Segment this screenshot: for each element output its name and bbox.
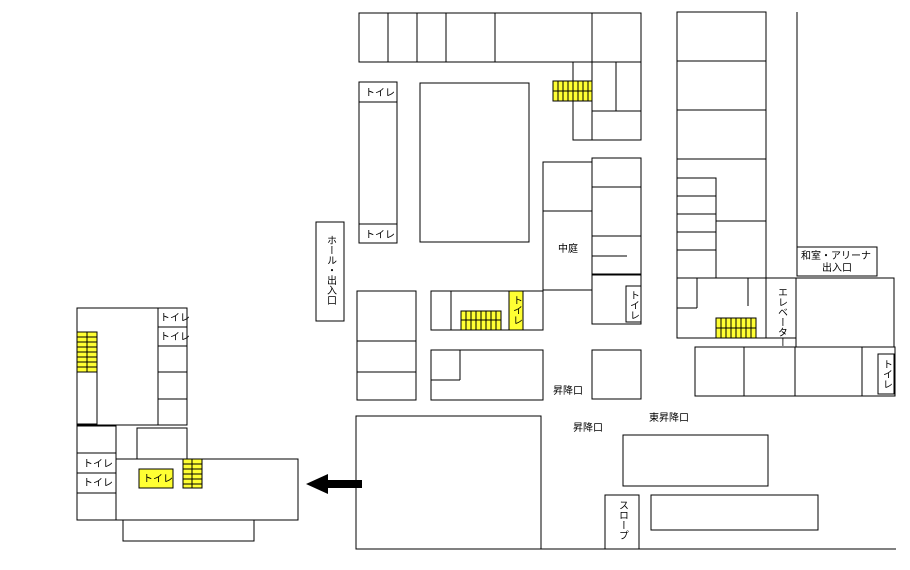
toilet-label-west-bottom: トイレ xyxy=(365,230,395,241)
toilet-label-inset-yellow: トイレ xyxy=(143,474,173,485)
east-stairway-entrance-label: 東昇降口 xyxy=(649,411,689,424)
stairway-entrance-label-2: 昇降口 xyxy=(573,421,603,434)
toilet-label-west-top: トイレ xyxy=(365,88,395,99)
toilet-label-middle: トイレ xyxy=(511,295,523,325)
stairs-north xyxy=(552,80,593,102)
toilet-label-inset-r1: トイレ xyxy=(160,313,190,324)
inset-building xyxy=(76,307,299,542)
toilet-label-inset-l2: トイレ xyxy=(83,478,113,489)
toilet-label-inset-r2: トイレ xyxy=(160,332,190,343)
courtyard-label: 中庭 xyxy=(558,242,578,255)
hall-entrance-label: ホール・出入口 xyxy=(325,235,337,305)
washitsu-arena-label-line2: 出入口 xyxy=(822,261,852,274)
stairs-middle xyxy=(460,310,502,331)
washitsu-arena-label-line1: 和室・アリーナ xyxy=(801,249,871,262)
toilet-label-east: トイレ xyxy=(881,359,893,389)
central-hall xyxy=(419,82,530,243)
toilet-label-courtyard: トイレ xyxy=(628,290,640,320)
south-area xyxy=(355,415,896,550)
slope-label: スロープ xyxy=(617,500,628,540)
courtyard-block xyxy=(542,157,642,325)
stairs-east xyxy=(715,317,757,339)
elevator-label: エレベーター xyxy=(776,287,788,347)
middle-left-block xyxy=(356,290,642,401)
toilet-box-inset-yellow xyxy=(138,468,174,489)
west-column xyxy=(358,81,398,244)
stairs-inset-left xyxy=(76,331,98,373)
arrow-left-icon xyxy=(306,474,362,494)
stairway-entrance-label-1: 昇降口 xyxy=(553,384,583,397)
hall-entrance-box xyxy=(315,221,345,322)
toilet-box-courtyard xyxy=(625,285,642,323)
east-block xyxy=(676,11,896,397)
toilet-box-east xyxy=(877,353,895,395)
stairs-inset-bottom xyxy=(182,458,203,489)
toilet-label-inset-l1: トイレ xyxy=(83,459,113,470)
washitsu-label-box xyxy=(796,246,878,277)
toilet-box-middle xyxy=(508,290,524,331)
